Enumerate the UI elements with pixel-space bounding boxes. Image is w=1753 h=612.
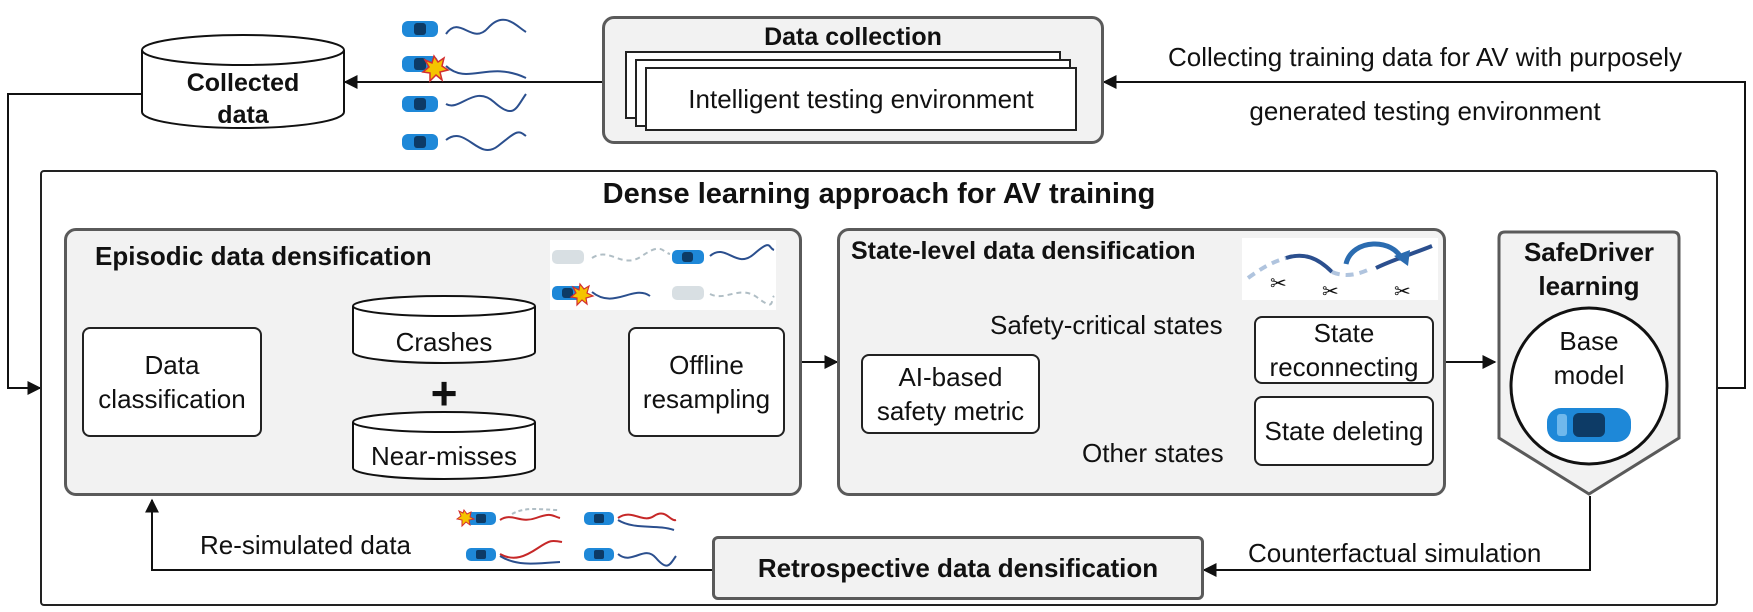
- car-icon: [672, 286, 704, 300]
- car-icon: [466, 512, 496, 525]
- car-icon: [402, 96, 438, 112]
- collected-data-cylinder: [141, 34, 345, 129]
- arrow-safedriver-to-retrospective: [1202, 496, 1591, 577]
- offline-resampling-box: Offline resampling: [628, 327, 785, 437]
- base-model-label: Base model: [1553, 326, 1625, 390]
- curved-arrow-icon: [1343, 241, 1405, 265]
- car-icon: [402, 134, 438, 150]
- car-icon: [672, 250, 704, 264]
- car-icon: [1547, 408, 1631, 442]
- near-misses-cylinder: [352, 411, 536, 480]
- near-misses-label: Near-misses: [371, 441, 517, 471]
- data-classification-box: Data classification: [82, 327, 262, 437]
- crashes-label: Crashes: [395, 327, 493, 357]
- intelligent-testing-environment: Intelligent testing environment: [645, 67, 1077, 131]
- crash-explosion-icon: [569, 282, 595, 307]
- crashes-cylinder: [352, 295, 536, 364]
- crash-explosion-icon: [421, 54, 450, 83]
- safedriver-shield: [1497, 230, 1681, 496]
- state-deleting-box: State deleting: [1254, 396, 1434, 466]
- counterfactual-simulation-label: Counterfactual simulation: [1248, 538, 1542, 568]
- retrospective-box: Retrospective data densification: [712, 536, 1204, 600]
- data-collection-panel: Data collection Intelligent testing envi…: [602, 16, 1104, 144]
- collecting-note-line1: Collecting training data for AV with pur…: [1167, 42, 1683, 72]
- ai-safety-metric-box: AI-based safety metric: [861, 354, 1040, 434]
- state-reconnecting-box: State reconnecting: [1254, 316, 1434, 384]
- safety-critical-states-label: Safety-critical states: [990, 310, 1223, 340]
- dense-learning-container: [40, 170, 1718, 606]
- arrow-main-to-datacollection: [1102, 75, 1746, 389]
- car-icon: [584, 512, 614, 525]
- episodic-trajectories-inset: [550, 240, 776, 310]
- collected-trajectories: [402, 18, 527, 151]
- scissors-icon: ✂: [1394, 281, 1411, 300]
- collecting-note-line2: generated testing environment: [1249, 96, 1601, 126]
- data-collection-title: Data collection: [764, 22, 942, 51]
- resimulated-data-label: Re-simulated data: [200, 530, 411, 560]
- other-states-label: Other states: [1082, 438, 1224, 468]
- collected-data-label: Collected data: [186, 69, 300, 129]
- car-icon: [584, 548, 614, 561]
- car-icon: [402, 21, 438, 37]
- car-icon: [466, 548, 496, 561]
- plus-sign: +: [430, 367, 458, 419]
- state-level-inset: ✂ ✂ ✂: [1242, 238, 1438, 300]
- car-icon: [552, 250, 584, 264]
- resimulated-trajectories: [456, 508, 677, 567]
- safedriver-title: SafeDriver learning: [1523, 237, 1655, 301]
- crash-explosion-icon: [456, 508, 476, 528]
- episodic-title: Episodic data densification: [95, 241, 432, 271]
- arrow-retrospective-to-episodic: [145, 498, 712, 571]
- main-title: Dense learning approach for AV training: [602, 178, 1156, 210]
- scissors-icon: ✂: [1322, 281, 1339, 300]
- arrow-collected-to-main: [7, 93, 142, 395]
- scissors-icon: ✂: [1270, 273, 1287, 295]
- state-level-title: State-level data densification: [851, 237, 1196, 265]
